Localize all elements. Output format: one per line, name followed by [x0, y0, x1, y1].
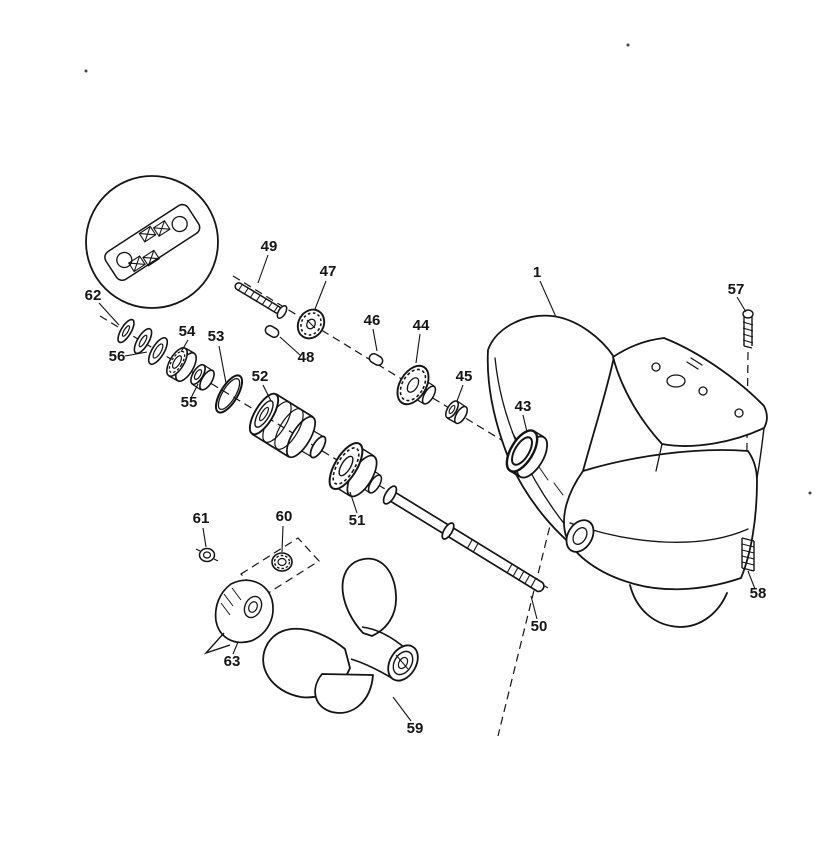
part-53-ring	[214, 374, 244, 414]
callout-51: 51	[349, 512, 366, 529]
callout-44: 44	[413, 317, 430, 334]
part-63-carrier-cover	[203, 579, 274, 655]
callout-48: 48	[298, 349, 315, 366]
callout-63: 63	[224, 653, 241, 670]
part-59-propeller	[262, 557, 419, 714]
part-54-bearing	[166, 347, 197, 382]
callout-59: 59	[407, 720, 424, 737]
callout-53: 53	[208, 328, 225, 345]
callout-60: 60	[276, 508, 293, 525]
callout-57: 57	[728, 281, 745, 298]
callout-56: 56	[109, 348, 126, 365]
part-44-gear	[396, 364, 437, 406]
part-60-propeller-nut	[271, 552, 293, 572]
leader-lines	[98, 254, 756, 722]
callout-labels: 1 43 44 45 46 47 48 49 50 51 52 53 54 55…	[85, 238, 767, 737]
part-43-bearing-race	[505, 429, 549, 479]
scan-speckles	[84, 43, 812, 495]
part-50-propeller-shaft	[382, 485, 545, 593]
part-56-washer	[147, 336, 169, 366]
callout-55: 55	[181, 394, 198, 411]
part-61-tab-washer	[195, 547, 219, 563]
callout-49: 49	[261, 238, 278, 255]
callout-52: 52	[252, 368, 269, 385]
callout-43: 43	[515, 398, 532, 415]
part-57-bolt	[742, 309, 754, 349]
callout-46: 46	[364, 312, 381, 329]
callout-1: 1	[533, 264, 541, 281]
part-45-bushing	[445, 400, 468, 425]
part-52-bearing-carrier	[248, 392, 327, 459]
part-47-pinion-gear	[296, 308, 326, 340]
part-49-threaded-shaft	[234, 282, 288, 320]
callout-47: 47	[320, 263, 337, 280]
bearing-cage-inset	[85, 175, 219, 309]
callout-45: 45	[456, 368, 473, 385]
part-51-gear-bearing	[328, 442, 383, 498]
part-62-washers	[117, 318, 153, 355]
part-46-pin	[368, 352, 384, 367]
callout-62: 62	[85, 287, 102, 304]
callout-50: 50	[531, 618, 548, 635]
callout-54: 54	[179, 323, 196, 340]
part-58-spring	[741, 537, 755, 572]
callout-61: 61	[193, 510, 210, 527]
callout-58: 58	[750, 585, 767, 602]
part-48-pin	[264, 324, 280, 339]
